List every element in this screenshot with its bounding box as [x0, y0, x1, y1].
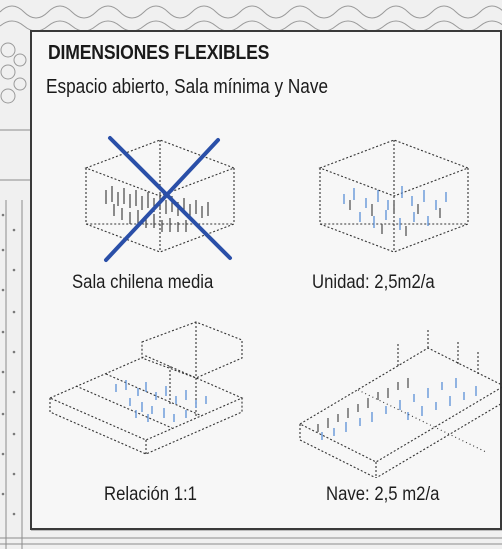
hall-icon: [298, 328, 502, 478]
caption-nave: Nave: 2,5 m2/a: [326, 484, 440, 505]
caption-sala-chilena: Sala chilena media: [72, 272, 214, 293]
diagram-relacion: Relación 1:1: [46, 318, 246, 505]
diagram-unidad: Unidad: 2,5m2/a: [312, 128, 484, 293]
diagram-nave: Nave: 2,5 m2/a: [298, 328, 502, 505]
partitioned-rooms-icon: [48, 321, 244, 455]
open-room-icon: [318, 139, 470, 253]
panel-subtitle: Espacio abierto, Sala mínima y Nave: [46, 76, 329, 98]
legend-panel: DIMENSIONES FLEXIBLES Espacio abierto, S…: [30, 30, 502, 530]
caption-unidad: Unidad: 2,5m2/a: [312, 272, 435, 293]
panel-title: DIMENSIONES FLEXIBLES: [48, 42, 270, 64]
diagram-sala-chilena: Sala chilena media: [72, 128, 250, 293]
caption-relacion: Relación 1:1: [104, 484, 197, 505]
crossed-out-room-icon: [84, 136, 236, 262]
